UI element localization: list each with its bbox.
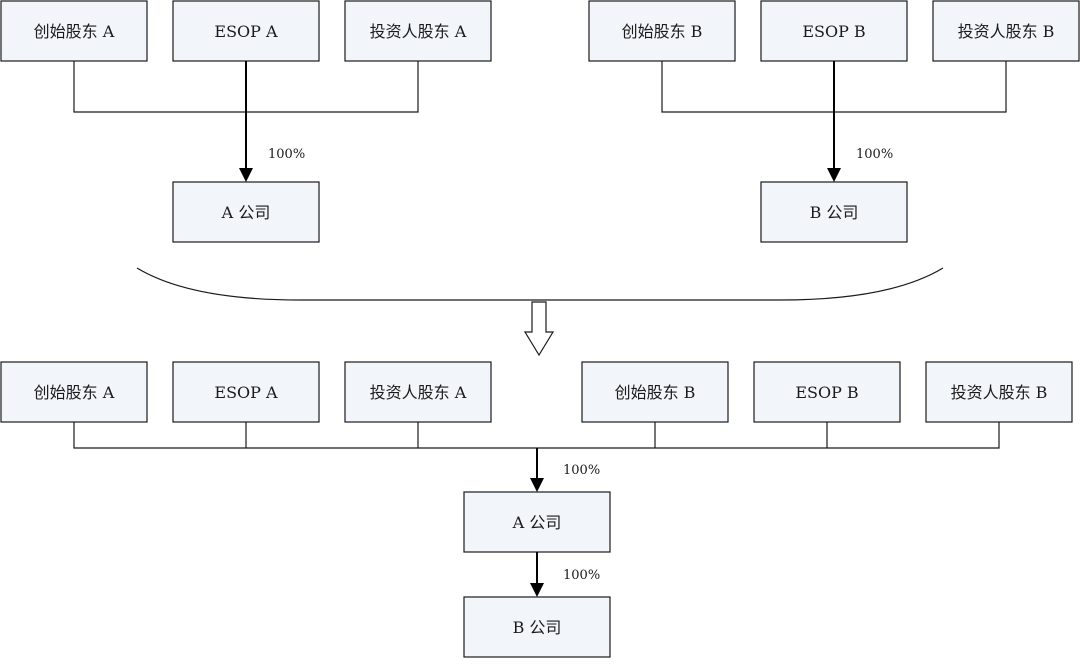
bottom-esop-b-label: ESOP B [795,383,858,402]
bottom-founder-a-box [0,361,148,423]
bottom-company-b-box [463,596,611,658]
bottom-company-a-label: A 公司 [512,513,562,532]
top-left-arrowhead [239,168,253,182]
top-right-group: 创始股东 B ESOP B 投资人股东 B 100% B 公司 [588,0,1080,243]
top-company-b-label: B 公司 [810,203,859,222]
top-company-b-box [760,181,908,243]
bottom-founder-b-box [581,361,729,423]
top-left-group: 创始股东 A ESOP A 投资人股东 A 100% A 公司 [0,0,492,243]
top-investor-a-box [344,0,492,62]
bottom-company-b-label: B 公司 [513,618,562,637]
top-esop-a-label: ESOP A [214,22,278,41]
top-esop-a-box [172,0,320,62]
top-right-arrowhead [827,168,841,182]
top-right-pct: 100% [856,147,893,162]
top-esop-b-box [760,0,908,62]
top-left-pct: 100% [268,147,305,162]
top-founder-a-box [0,0,148,62]
bottom-founder-a-label: 创始股东 A [34,383,115,402]
top-founder-b-label: 创始股东 B [622,22,703,41]
top-founder-b-box [588,0,736,62]
bottom-connector [73,422,1000,449]
top-company-a-box [172,181,320,243]
top-investor-a-label: 投资人股东 A [370,22,467,41]
bottom-arrowhead-2 [530,583,544,597]
bottom-esop-a-label: ESOP A [214,383,278,402]
bottom-investor-a-label: 投资人股东 A [370,383,467,402]
bottom-founder-b-label: 创始股东 B [615,383,696,402]
bottom-company-a-box [463,491,611,553]
bottom-pct-bottom: 100% [563,568,600,583]
top-founder-a-label: 创始股东 A [34,22,115,41]
merge-down-arrow-icon [523,301,555,357]
bottom-arrowhead-1 [530,478,544,492]
bottom-pct-top: 100% [563,463,600,478]
bottom-group: 创始股东 A ESOP A 投资人股东 A 创始股东 B ESOP B 投资人股… [0,361,1073,658]
bottom-investor-b-label: 投资人股东 B [951,383,1048,402]
bottom-esop-a-box [172,361,320,423]
merge-brace [136,267,944,301]
top-esop-b-label: ESOP B [802,22,865,41]
top-investor-b-box [932,0,1080,62]
top-company-a-label: A 公司 [221,203,271,222]
bottom-investor-b-box [925,361,1073,423]
top-investor-b-label: 投资人股东 B [958,22,1055,41]
bottom-investor-a-box [344,361,492,423]
